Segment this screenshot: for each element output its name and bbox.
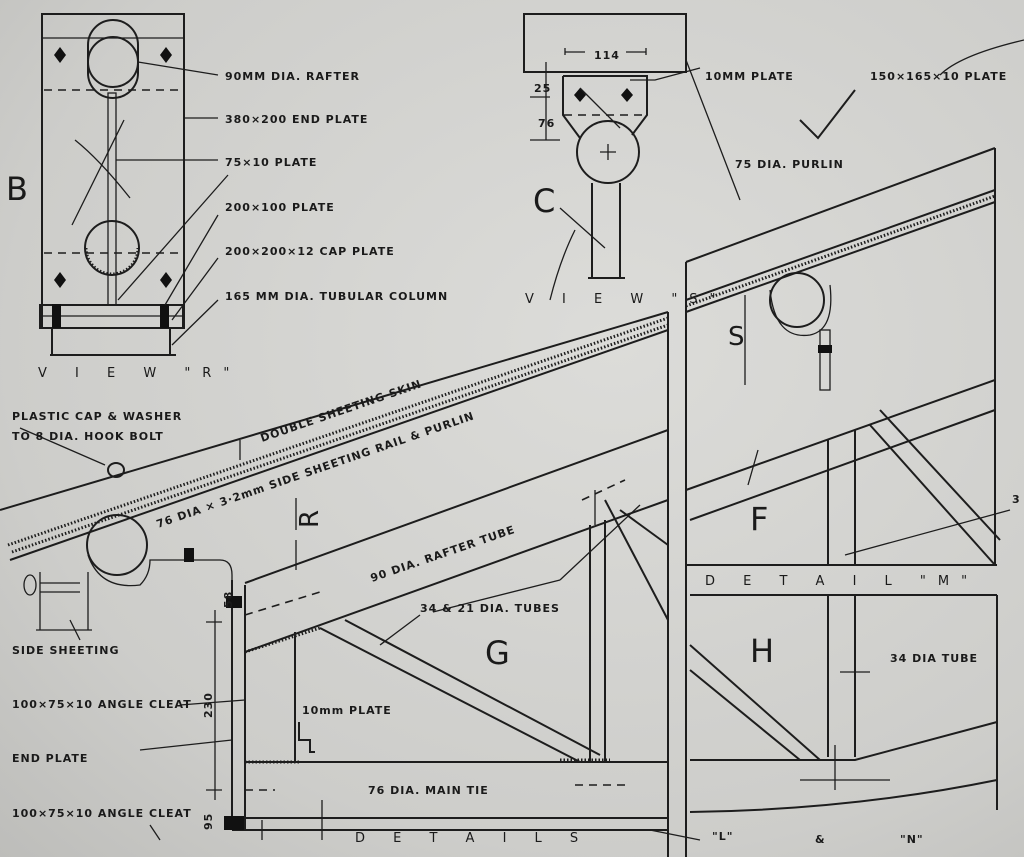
view-r: B V I E W "R" 90MM DIA. RAFTER 380×200 E… [6, 13, 448, 381]
view-s-letter: C [533, 182, 555, 220]
label-rafter-tube: 90 DIA. RAFTER TUBE [369, 523, 517, 585]
detail-m: F H S 3 D E T A I L "M" 34 DIA TUBE "L" … [685, 147, 1021, 857]
label-tubular-column: 165 MM DIA. TUBULAR COLUMN [225, 290, 448, 303]
label-amp: & [815, 833, 826, 846]
label-main-tie: 76 DIA. MAIN TIE [368, 784, 489, 797]
label-three: 3 [1012, 493, 1021, 506]
dim-114: 114 [594, 49, 620, 62]
view-r-letter: B [6, 170, 28, 208]
label-200x100-plate: 200×100 PLATE [225, 201, 335, 214]
label-n: "N" [900, 833, 924, 846]
dim-230: 230 [202, 692, 215, 718]
label-75x10-plate: 75×10 PLATE [225, 156, 317, 169]
label-end-plate-detail: END PLATE [12, 752, 88, 765]
dim-95: 95 [202, 813, 215, 830]
label-angle-cleat-top: 100×75×10 ANGLE CLEAT [12, 698, 192, 711]
section-letter-r: R [295, 510, 325, 528]
label-150x165-plate: 150×165×10 PLATE [870, 70, 1007, 83]
dim-25: 25 [534, 82, 551, 95]
dim-76: 76 [538, 117, 555, 130]
view-s: 114 25 76 C V I E W "S" 10MM PLATE 75 DI… [523, 13, 1024, 307]
detail-m-title: D E T A I L "M" [705, 574, 979, 589]
label-l: "L" [712, 830, 733, 843]
panel-letter-f: F [750, 500, 768, 538]
label-plastic-cap: PLASTIC CAP & WASHER [12, 410, 182, 423]
label-purlin: 75 DIA. PURLIN [735, 158, 844, 171]
panel-letter-g: G [485, 634, 510, 672]
label-34-dia-tube: 34 DIA TUBE [890, 652, 978, 665]
label-end-plate: 380×200 END PLATE [225, 113, 368, 126]
section-letter-s: S [728, 322, 745, 352]
panel-letter-h: H [750, 632, 774, 670]
label-10mm-plate: 10MM PLATE [705, 70, 794, 83]
details-title: D E T A I L S [355, 831, 590, 846]
label-rafter: 90MM DIA. RAFTER [225, 70, 360, 83]
label-34-21-tubes: 34 & 21 DIA. TUBES [420, 602, 560, 615]
label-cap-plate: 200×200×12 CAP PLATE [225, 245, 395, 258]
dim-58: 58 [222, 591, 235, 608]
view-r-title: V I E W "R" [38, 366, 241, 381]
label-10mm-plate-detail: 10mm PLATE [302, 704, 392, 717]
check-mark-icon [799, 89, 856, 140]
detail-l: PLASTIC CAP & WASHER TO 8 DIA. HOOK BOLT… [0, 311, 701, 857]
label-side-sheeting: SIDE SHEETING [12, 644, 119, 657]
view-s-title: V I E W "S" [525, 292, 728, 307]
label-angle-cleat-bottom: 100×75×10 ANGLE CLEAT [12, 807, 192, 820]
label-hook-bolt: TO 8 DIA. HOOK BOLT [12, 430, 164, 443]
